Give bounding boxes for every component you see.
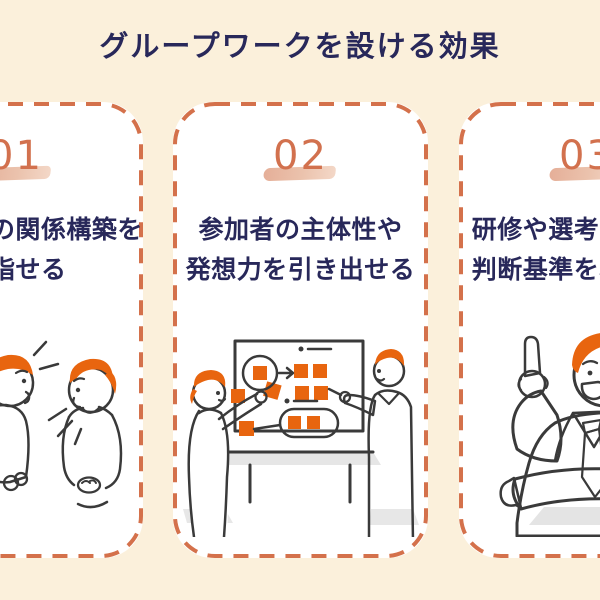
table <box>217 452 381 465</box>
floor-shadow <box>183 509 233 523</box>
card-03: 03 研修や選考における 判断基準を増やせる <box>459 102 600 558</box>
floor-shadow <box>369 509 419 525</box>
card-text: 参加者との関係構築を 目指せる <box>0 210 143 290</box>
card-number: 02 <box>273 133 328 179</box>
card-02: 02 参加者の主体性や 発想力を引き出せる <box>173 102 428 558</box>
board-circle-mark <box>241 354 279 392</box>
card-text-line1: 参加者との関係構築を <box>0 215 143 244</box>
card-text: 参加者の主体性や 発想力を引き出せる <box>173 210 428 290</box>
card-text-line1: 研修や選考における <box>471 215 600 244</box>
card-text-line1: 参加者の主体性や <box>198 215 403 244</box>
suit <box>515 411 600 537</box>
person-right <box>61 358 123 509</box>
card-text-line2: 判断基準を増やせる <box>471 255 600 284</box>
whiteboard-discussion-illustration <box>183 339 419 537</box>
hair-orange <box>375 349 405 366</box>
sticky-notes <box>231 364 328 403</box>
person-right <box>327 349 415 537</box>
card-text-line2: 目指せる <box>0 255 67 284</box>
floor-shadow <box>529 507 600 525</box>
card-01: 01 参加者との関係構築を 目指せる <box>0 102 143 558</box>
person-left <box>0 354 35 492</box>
board-group-outline <box>278 407 340 439</box>
card-text-line2: 発想力を引き出せる <box>185 255 416 284</box>
necktie-orange <box>580 419 600 499</box>
speech-emphasis-lines <box>32 340 83 446</box>
two-people-talking-illustration <box>0 340 123 509</box>
page-title: グループワークを設ける効果 <box>99 29 501 63</box>
forearm <box>511 467 600 511</box>
card-text: 研修や選考における 判断基準を増やせる <box>459 210 600 290</box>
hand <box>499 476 523 510</box>
person-left <box>187 370 268 537</box>
card-number: 03 <box>559 133 600 179</box>
whiteboard <box>233 339 365 433</box>
hair-orange <box>69 358 114 383</box>
businessman-pointing-up-illustration <box>499 333 600 537</box>
hair-orange <box>572 333 600 373</box>
pointing-hand <box>511 335 563 463</box>
board-arrow <box>277 366 295 380</box>
hair-orange <box>0 354 33 375</box>
card-number: 01 <box>0 133 43 179</box>
hair-orange <box>193 370 226 387</box>
